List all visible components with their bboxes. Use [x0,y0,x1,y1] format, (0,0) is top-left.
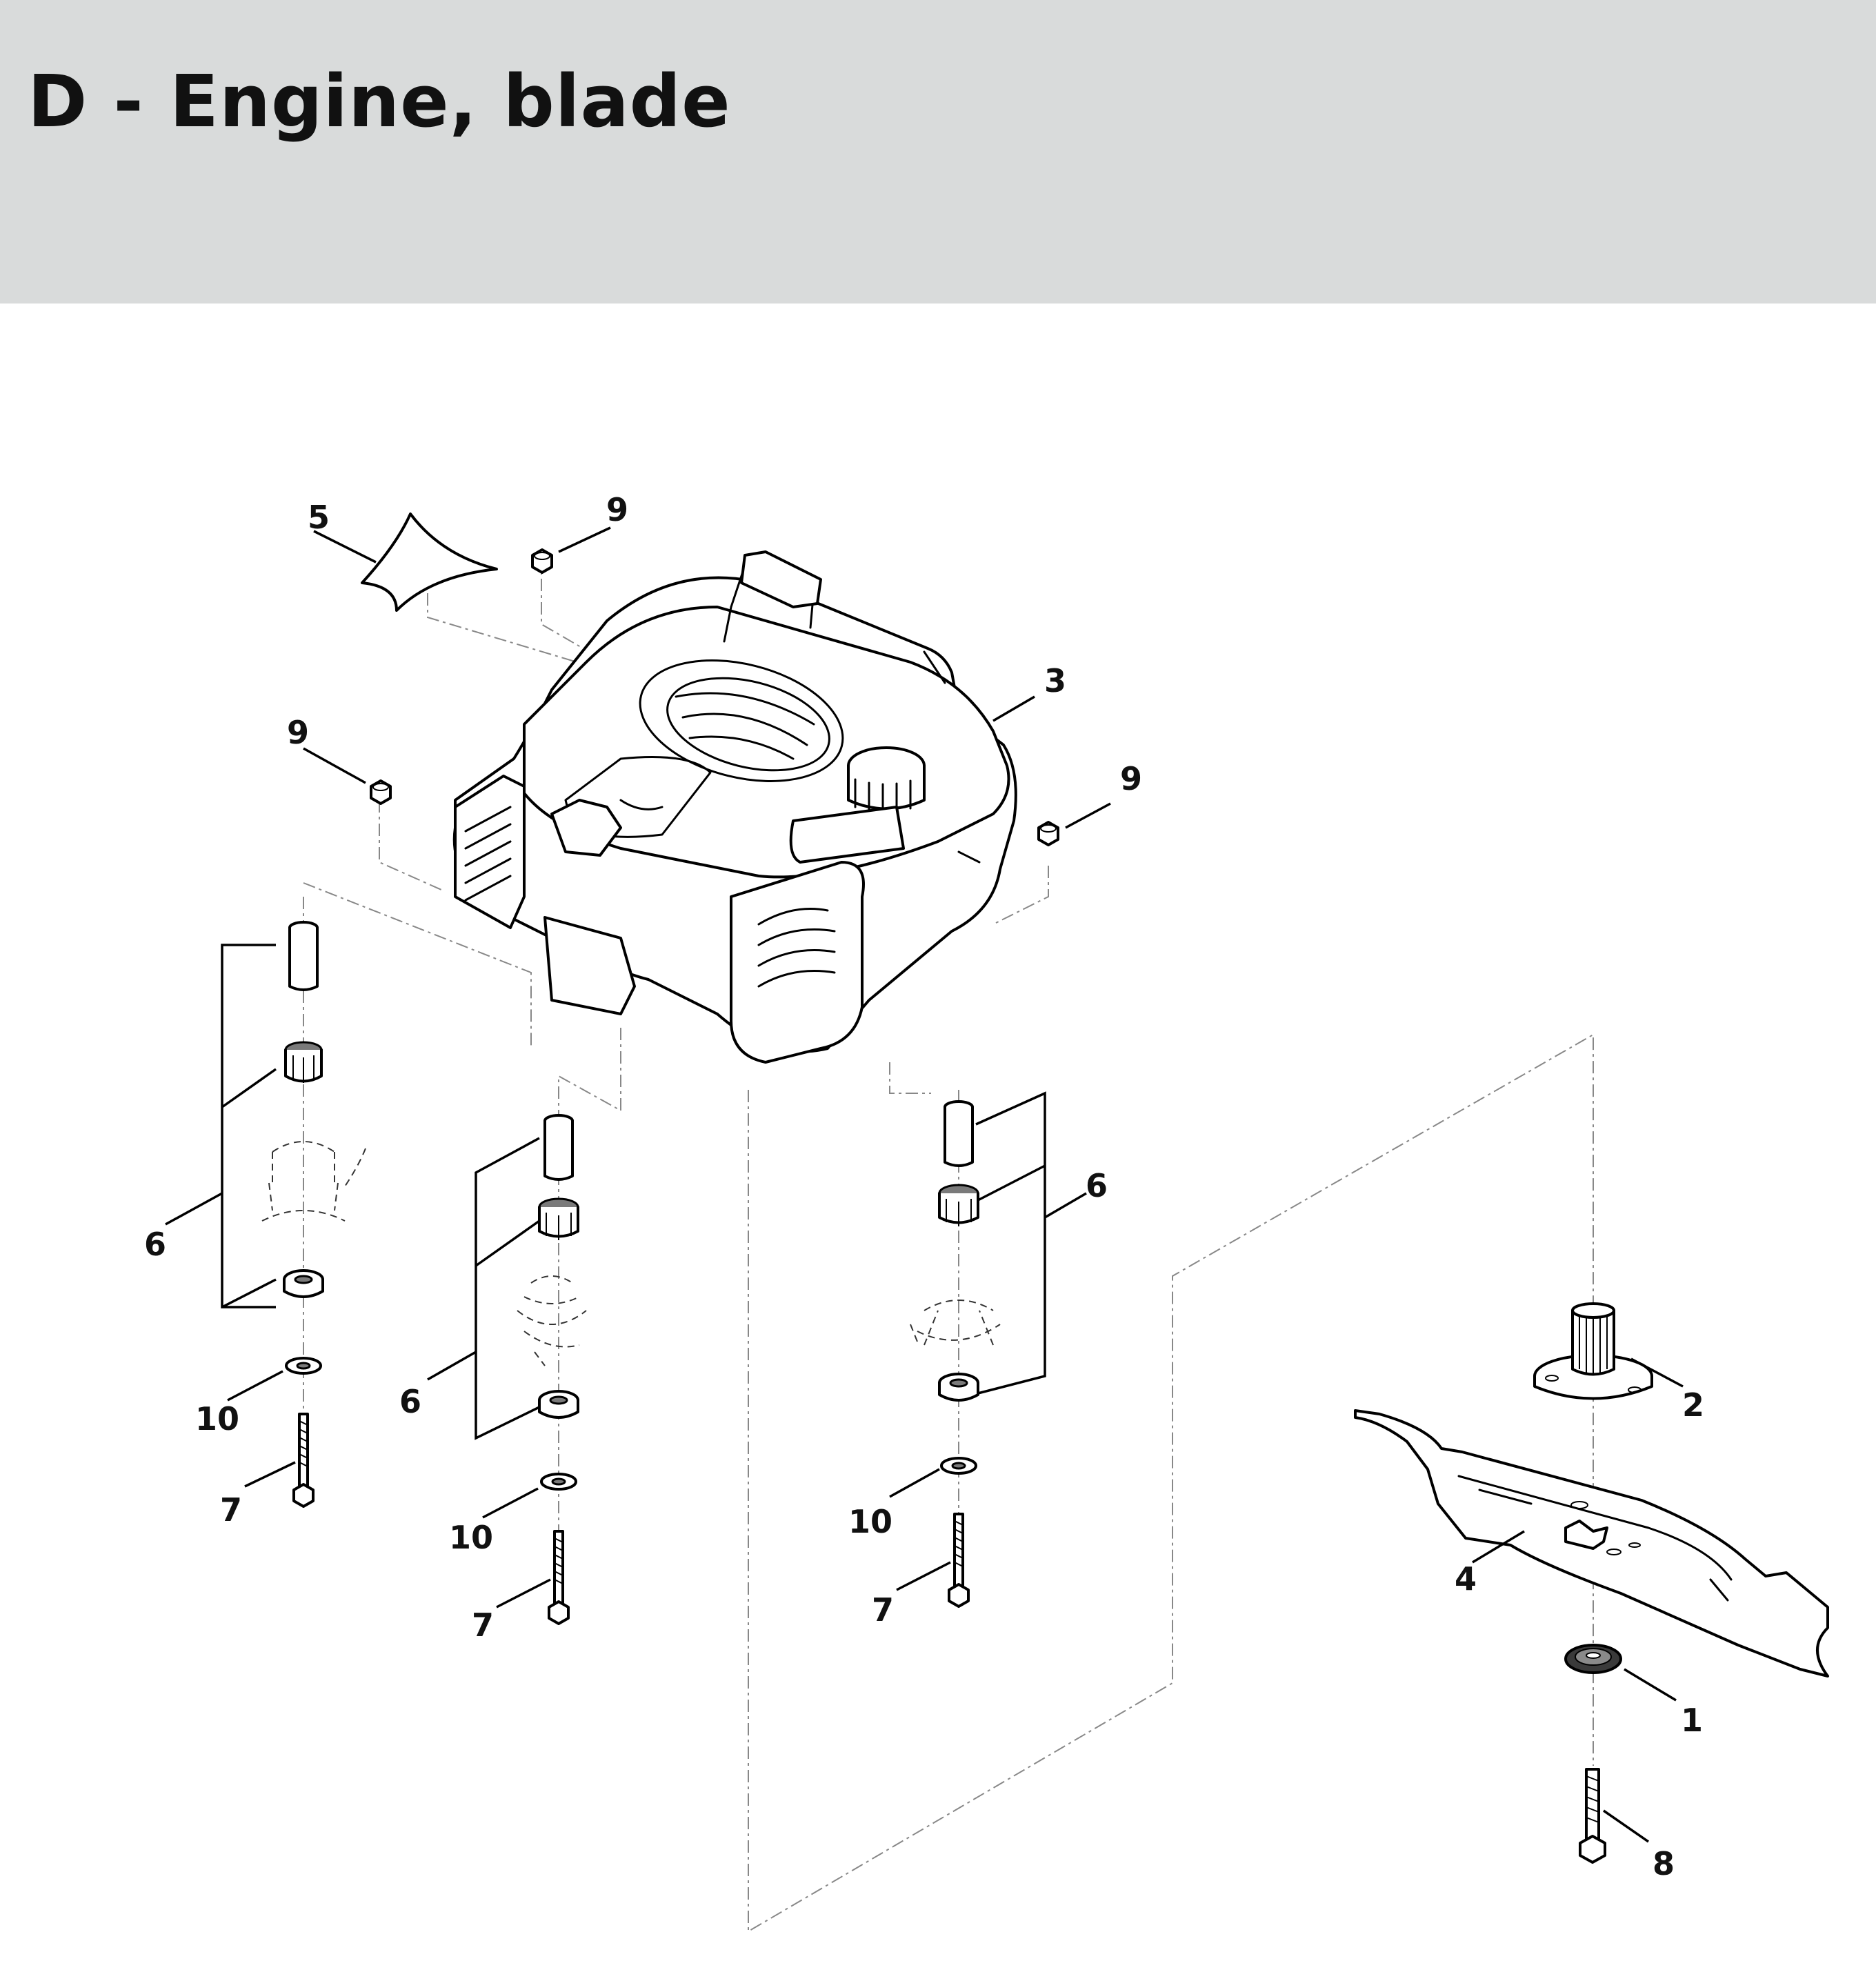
bolt [548,1530,570,1625]
bushing [283,1269,324,1298]
callout-6-middle: 6 [399,1383,421,1420]
hex-nut [1037,821,1059,846]
sleeve [944,1100,974,1167]
callout-10-left: 10 [195,1400,239,1437]
washer [285,1357,322,1375]
callout-6-right: 6 [1086,1167,1108,1204]
washer [540,1473,577,1491]
callout-7-left: 7 [220,1491,242,1529]
buffer [938,1184,979,1226]
sleeve [288,921,319,991]
hex-nut [531,548,553,574]
sleeve [543,1114,574,1181]
page-title: D - Engine, blade [28,59,731,143]
washer [940,1457,977,1475]
callout-7-middle: 7 [472,1606,494,1644]
buffer [538,1197,579,1240]
engine [452,550,1017,1064]
bushing [938,1373,979,1402]
blade-bolt [1579,1768,1606,1864]
callout-9-right: 9 [1120,760,1142,797]
spring-washer [1564,1644,1622,1674]
callout-6-left: 6 [144,1226,166,1263]
callout-10-middle: 10 [449,1519,493,1556]
callout-5: 5 [308,499,330,536]
callout-8: 8 [1653,1845,1675,1882]
callout-4: 4 [1455,1560,1477,1597]
callout-2: 2 [1682,1386,1704,1424]
callout-7-right: 7 [872,1591,894,1629]
callout-1: 1 [1681,1702,1703,1739]
mounting-set-middle [427,1114,587,1625]
mounting-set-right [889,1091,1087,1608]
callout-10-right: 10 [848,1503,892,1540]
mounting-set-left [165,921,366,1508]
header-band: D - Engine, blade [0,0,1876,303]
blade-adapter [1533,1302,1653,1400]
emblem-decal [361,512,498,612]
buffer [284,1041,323,1083]
callout-9-left: 9 [287,714,309,751]
bushing [538,1390,579,1419]
callout-3: 3 [1044,662,1066,699]
mower-blade [1354,1409,1829,1678]
bolt [292,1413,315,1508]
callout-9-top: 9 [606,491,628,528]
hex-nut [370,779,392,805]
bolt [948,1513,970,1608]
